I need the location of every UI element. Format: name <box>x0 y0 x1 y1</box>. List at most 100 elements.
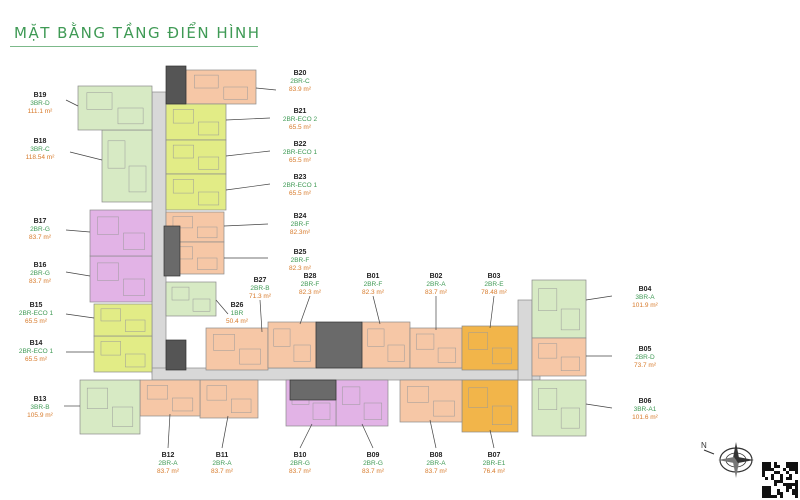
unit-code: B19 <box>33 92 47 99</box>
room-partition <box>107 140 126 169</box>
qr-module <box>768 489 771 492</box>
unit-code: B24 <box>293 213 307 220</box>
room-partition <box>100 308 121 322</box>
unit-type: 2BR-G <box>30 270 50 277</box>
unit-code: B08 <box>429 452 443 459</box>
room-partition <box>117 107 144 125</box>
qr-module <box>762 471 765 474</box>
room-partition <box>468 332 489 350</box>
qr-module <box>768 486 771 489</box>
unit-type: 1BR <box>230 310 244 317</box>
unit-type: 2BR-ECO 1 <box>282 182 318 189</box>
unit-type: 2BR-C <box>290 78 310 85</box>
unit-type: 3BR-D <box>30 100 50 107</box>
unit-area: 101.9 m² <box>632 302 658 309</box>
qr-module <box>768 495 771 498</box>
unit-type: 3BR-C <box>30 146 50 153</box>
unit-area: 101.6 m² <box>632 414 658 421</box>
leader-line <box>489 429 495 449</box>
qr-module <box>765 492 768 495</box>
room-partition <box>433 400 455 417</box>
unit-type: 2BR-A <box>426 281 446 288</box>
unit-area: 118.54 m² <box>25 154 55 161</box>
qr-module <box>780 492 783 495</box>
qr-module <box>771 477 774 480</box>
room-partition <box>387 344 405 362</box>
unit-code: B14 <box>29 340 43 347</box>
leader-line <box>255 87 277 91</box>
unit-code: B20 <box>293 70 307 77</box>
room-partition <box>312 402 331 420</box>
qr-module <box>777 471 780 474</box>
qr-module <box>762 462 765 465</box>
qr-code-icon <box>762 462 798 498</box>
qr-module <box>789 468 792 471</box>
unit-code: B09 <box>366 452 380 459</box>
unit-area: 65.5 m² <box>288 124 312 131</box>
leader-line <box>361 423 374 449</box>
leader-line <box>215 299 229 315</box>
unit-area: 50.4 m² <box>225 318 249 325</box>
unit-type: 2BR-F <box>290 257 310 264</box>
qr-module <box>786 471 789 474</box>
leader-line <box>259 299 263 333</box>
room-partition <box>415 333 435 350</box>
room-partition <box>538 388 558 410</box>
unit-area: 82.3m² <box>289 229 311 236</box>
unit-code: B23 <box>293 174 307 181</box>
room-partition <box>538 288 558 311</box>
unit-code: B07 <box>487 452 501 459</box>
room-partition <box>172 109 194 124</box>
unit-code: B11 <box>215 452 229 459</box>
room-partition <box>197 257 218 270</box>
qr-module <box>762 492 765 495</box>
qr-module <box>771 468 774 471</box>
qr-module <box>774 483 777 486</box>
qr-module <box>774 495 777 498</box>
unit-type: 2BR-ECO 1 <box>18 310 54 317</box>
room-partition <box>172 216 193 229</box>
room-partition <box>468 387 489 408</box>
qr-module <box>765 495 768 498</box>
unit-code: B13 <box>33 396 47 403</box>
qr-module <box>786 483 789 486</box>
unit-type: 2BR-F <box>363 281 383 288</box>
qr-module <box>789 477 792 480</box>
room-partition <box>273 328 291 347</box>
unit-type: 2BR-A <box>212 460 232 467</box>
unit-code: B03 <box>487 273 501 280</box>
unit-code: B01 <box>366 273 380 280</box>
room-partition <box>491 405 512 425</box>
room-partition <box>206 385 227 401</box>
stair-core-southwest <box>165 339 187 371</box>
qr-module <box>786 477 789 480</box>
qr-module <box>786 462 789 465</box>
leader-line <box>223 223 269 227</box>
qr-module <box>762 468 765 471</box>
unit-type: 3BR-A <box>635 294 655 301</box>
qr-module <box>795 495 798 498</box>
room-partition <box>172 179 194 194</box>
leader-line <box>65 271 91 277</box>
qr-module <box>795 462 798 465</box>
unit-code: B10 <box>293 452 307 459</box>
room-partition <box>123 278 145 296</box>
qr-module <box>774 471 777 474</box>
qr-module <box>762 474 765 477</box>
qr-module <box>774 480 777 483</box>
unit-area: 82.3 m² <box>298 289 322 296</box>
unit-area: 65.5 m² <box>24 318 48 325</box>
qr-module <box>786 465 789 468</box>
qr-module <box>762 465 765 468</box>
